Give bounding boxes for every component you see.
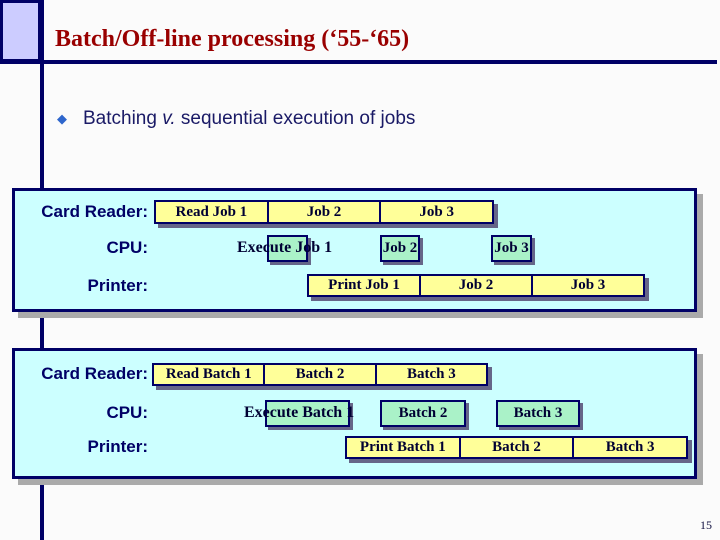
printer-label: Printer: [87,276,148,295]
print-job-2-cell: Job 2 [419,276,531,295]
card-reader-bar: Read Job 1 Job 2 Job 3 [154,200,494,224]
execute-batch-3-box: Batch 3 [496,400,580,427]
read-batch-3-cell: Batch 3 [374,365,486,384]
execute-batch-1-box [265,400,350,427]
bullet-text: Batching v. sequential execution of jobs [83,108,415,130]
read-job-1-cell: Read Job 1 [175,203,248,220]
title-underline-rule [0,60,717,64]
bullet-text-before: Batching [83,108,163,129]
card-reader-label: Card Reader: [41,364,148,383]
execute-batch-1-text: Execute Batch 1 [244,404,355,421]
print-batch-3-cell: Batch 3 [572,438,686,457]
read-batch-1-cell: Read Batch 1 [165,366,252,382]
bullet-diamond-icon: ◆ [57,111,67,126]
read-job-2-cell: Job 2 [266,202,380,222]
read-batch-2-cell: Batch 2 [263,365,374,384]
execute-job-2-box: Job 2 [380,235,420,262]
print-batch-2-cell: Batch 2 [458,438,573,457]
cpu-label: CPU: [106,403,148,422]
print-job-3-cell: Job 3 [531,276,643,295]
panel-batches-timeline: Card Reader: Read Batch 1 Batch 2 Batch … [12,348,697,479]
execute-batch-2-box: Batch 2 [380,400,466,427]
page-number: 15 [700,518,712,532]
card-reader-label: Card Reader: [41,202,148,221]
execute-job-3-box: Job 3 [491,235,532,262]
cpu-label: CPU: [106,238,148,257]
panel-jobs-timeline: Card Reader: Read Job 1 Job 2 Job 3 CPU:… [12,188,697,312]
bullet-text-after: sequential execution of jobs [175,108,416,129]
bullet-item: ◆ Batching v. sequential execution of jo… [57,108,415,130]
printer-bar: Print Job 1 Job 2 Job 3 [307,274,645,297]
corner-accent-square [0,0,41,62]
slide-title: Batch/Off-line processing (‘55-‘65) [55,26,410,52]
printer-bar: Print Batch 1 Batch 2 Batch 3 [345,436,688,459]
read-job-3-cell: Job 3 [379,202,492,222]
bullet-text-italic: v. [162,108,176,129]
print-job-1-cell: Print Job 1 [328,277,400,293]
printer-label: Printer: [87,437,148,456]
print-batch-1-cell: Print Batch 1 [359,439,446,455]
card-reader-bar: Read Batch 1 Batch 2 Batch 3 [152,363,488,386]
execute-job-1-text: Execute Job 1 [237,239,333,256]
execute-job-1-box [267,235,308,262]
